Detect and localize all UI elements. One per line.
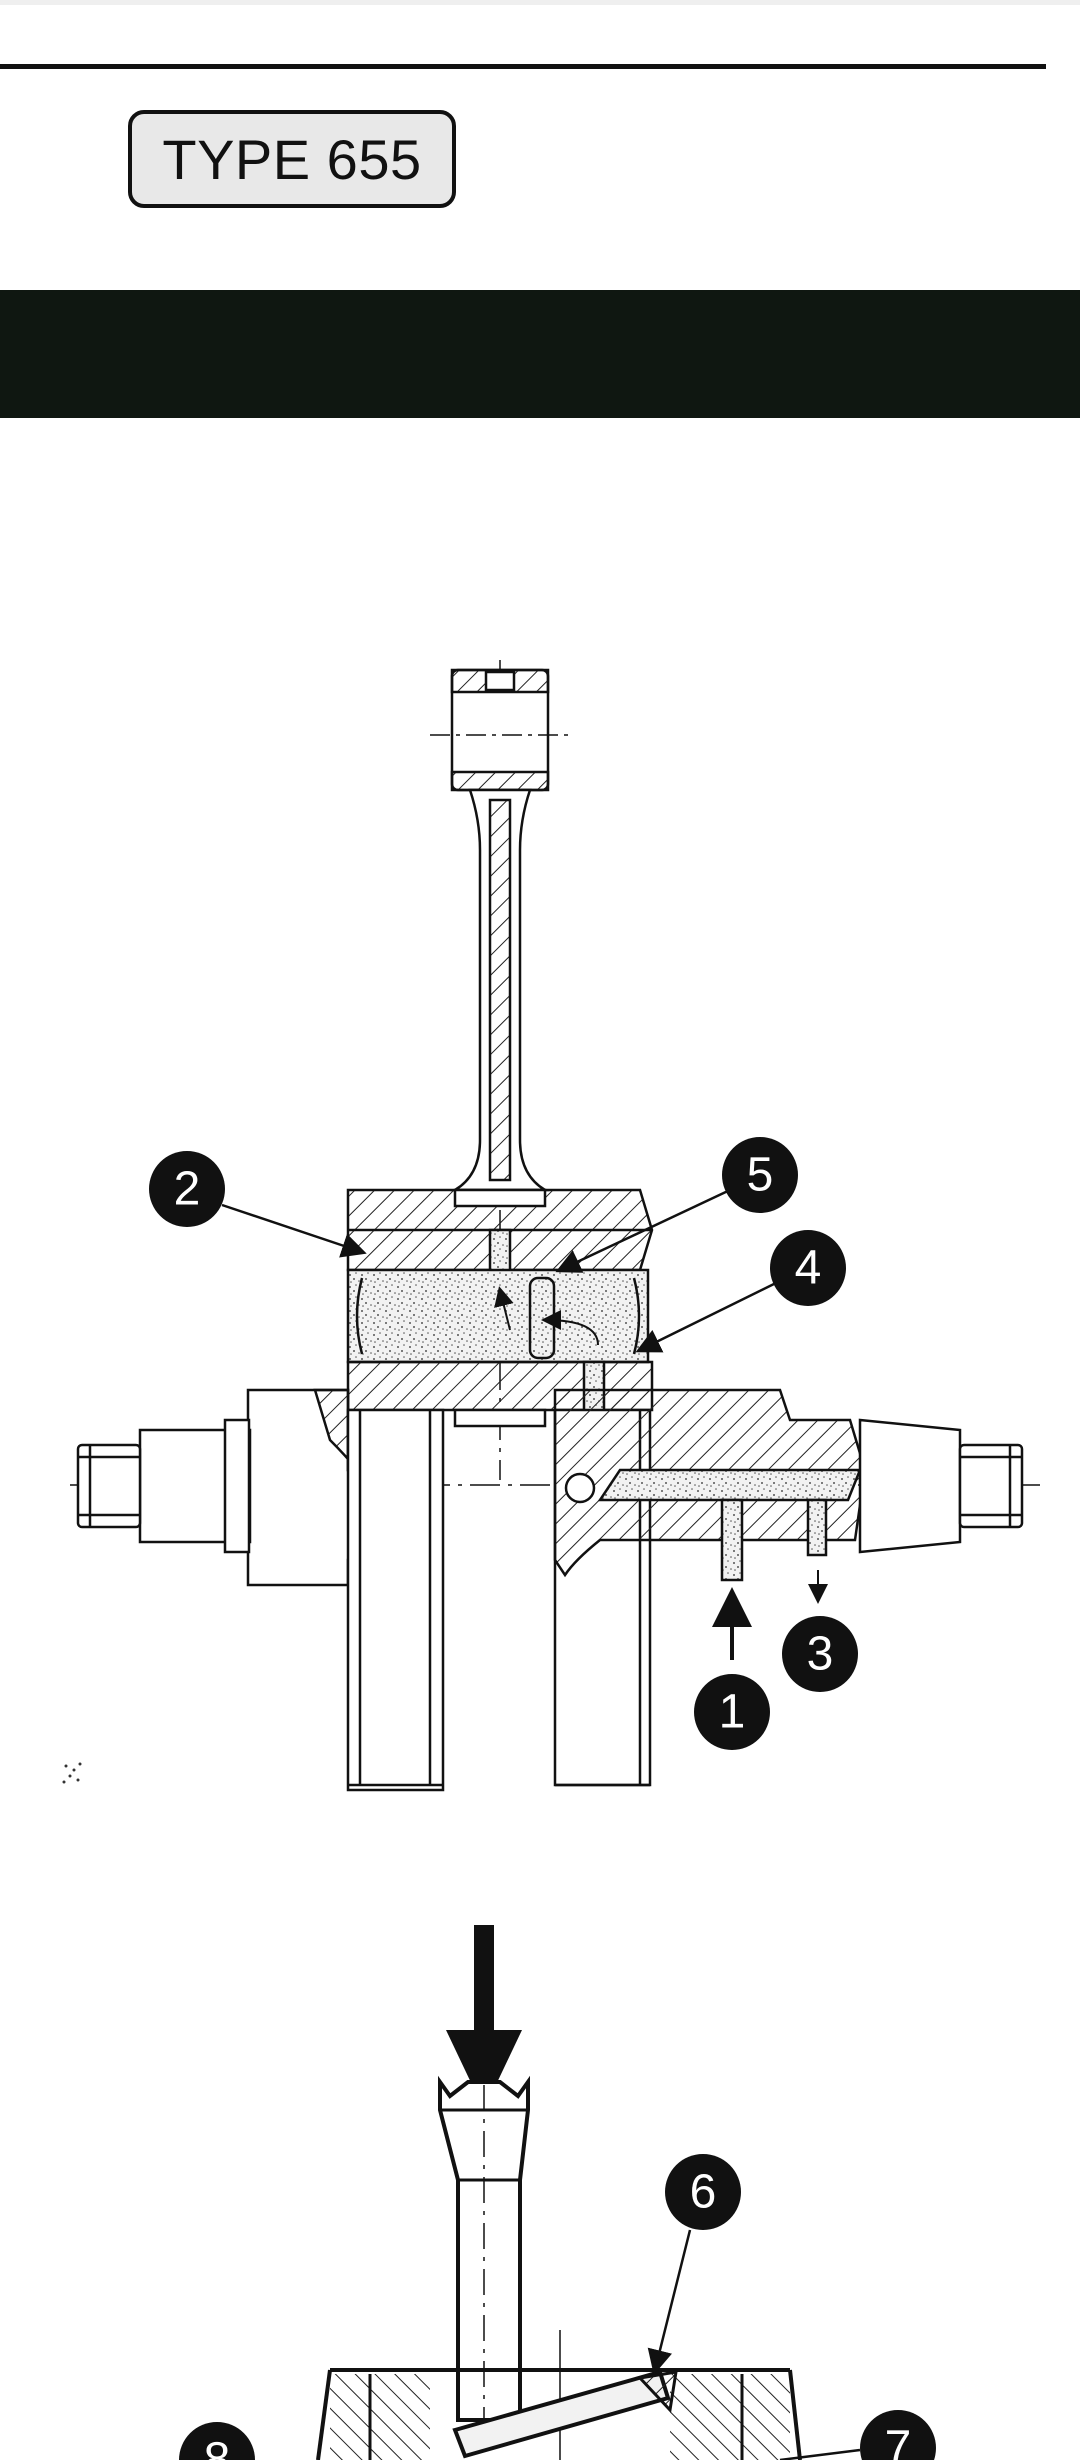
callout-3-label: 3 <box>807 1628 834 1681</box>
callout-8: 8 <box>179 2422 255 2460</box>
section-band <box>0 290 1080 418</box>
callout-1: 1 <box>694 1674 770 1750</box>
callout-4-label: 4 <box>795 1242 822 1295</box>
press-tool-drawing <box>316 1925 861 2460</box>
callout-2: 2 <box>149 1151 225 1227</box>
callout-2-label: 2 <box>174 1163 201 1216</box>
callout-7: 7 <box>860 2410 936 2460</box>
callout-8-label: 8 <box>204 2434 231 2460</box>
top-edge <box>0 0 1080 5</box>
stipple-mark <box>62 1762 82 1784</box>
callout-4: 4 <box>770 1230 846 1306</box>
callout-5-label: 5 <box>747 1149 774 1202</box>
callout-1-label: 1 <box>719 1686 746 1739</box>
crankshaft-drawing <box>70 660 1040 1792</box>
type-badge: TYPE 655 <box>128 110 456 208</box>
header-rule <box>0 64 1046 69</box>
callout-6-label: 6 <box>690 2166 717 2219</box>
callout-3: 3 <box>782 1616 858 1692</box>
callout-5: 5 <box>722 1137 798 1213</box>
callout-7-label: 7 <box>885 2422 912 2460</box>
callout-6: 6 <box>665 2154 741 2230</box>
